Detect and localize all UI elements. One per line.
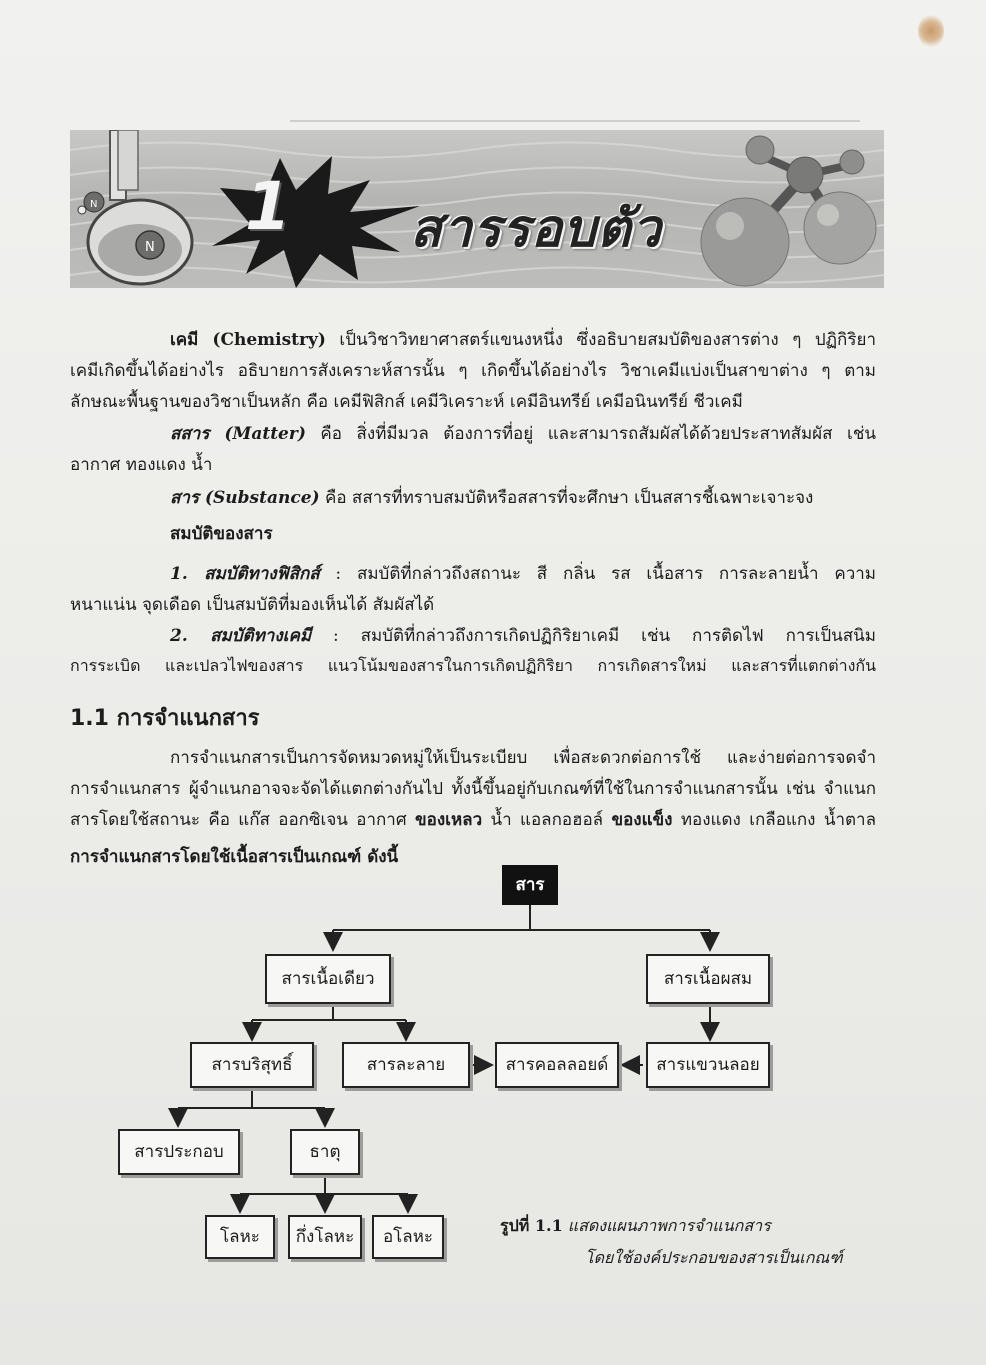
node-colloid: สารคอลลอยด์ bbox=[495, 1042, 619, 1088]
matter-definition-line-2: อากาศ ทองแดง น้ำ bbox=[70, 455, 213, 475]
node-pure-substance: สารบริสุทธิ์ bbox=[190, 1042, 314, 1088]
node-substance-root: สาร bbox=[502, 865, 558, 905]
chapter-banner: N N bbox=[70, 130, 884, 288]
flask-illustration: N N bbox=[77, 130, 194, 286]
node-heterogeneous: สารเนื้อผสม bbox=[646, 954, 770, 1004]
state-solid: ของแข็ง bbox=[611, 810, 673, 830]
chemistry-definition-line-2: เคมีเกิดขึ้นได้อย่างไร อธิบายการสังเคราะ… bbox=[70, 361, 876, 381]
chemical-property-line-2: การระเบิด และเปลวไฟของสาร แนวโน้มของสารใ… bbox=[70, 656, 876, 675]
section-paragraph-line-1: การจำแนกสารเป็นการจัดหมวดหมู่ให้เป็นระเบ… bbox=[170, 748, 876, 768]
svg-text:N: N bbox=[90, 199, 97, 210]
term-chemistry: เคมี (Chemistry) bbox=[170, 330, 326, 350]
classification-lead: การจำแนกสารโดยใช้เนื้อสารเป็นเกณฑ์ ดังนี… bbox=[70, 847, 399, 867]
section-paragraph-line-3: สารโดยใช้สถานะ คือ แก๊ส ออกซิเจน อากาศ ข… bbox=[70, 810, 876, 830]
chapter-title: สารรอบตัว bbox=[410, 199, 663, 259]
bleed-through-header bbox=[290, 84, 860, 122]
chapter-number: 1 bbox=[245, 168, 291, 245]
figure-caption-line-2: โดยใช้องค์ประกอบของสารเป็นเกณฑ์ bbox=[585, 1248, 843, 1267]
paper-stain bbox=[918, 14, 944, 48]
state-liquid: ของเหลว bbox=[415, 810, 483, 830]
node-solution: สารละลาย bbox=[342, 1042, 470, 1088]
physical-property-line-1: 1. สมบัติทางฟิสิกส์ : สมบัติที่กล่าวถึงส… bbox=[170, 564, 876, 584]
node-homogeneous: สารเนื้อเดียว bbox=[265, 954, 391, 1004]
molecule-illustration bbox=[700, 135, 877, 287]
term-matter: สสาร (Matter) bbox=[170, 424, 306, 444]
matter-definition-line-1: สสาร (Matter) คือ สิ่งที่มีมวล ต้องการที… bbox=[170, 424, 876, 444]
section-heading: 1.1 การจำแนกสาร bbox=[70, 706, 260, 731]
node-metalloid: กึ่งโลหะ bbox=[288, 1215, 362, 1259]
substance-definition: สาร (Substance) คือ สสารที่ทราบสมบัติหรื… bbox=[170, 488, 814, 508]
banner-illustration: N N bbox=[70, 130, 884, 288]
node-suspension: สารแขวนลอย bbox=[646, 1042, 770, 1088]
section-paragraph-line-2: การจำแนกสาร ผู้จำแนกอาจจะจัดได้แตกต่างกั… bbox=[70, 779, 876, 799]
term-chemical-property: 2. สมบัติทางเคมี bbox=[170, 626, 312, 646]
physical-property-line-2: หนาแน่น จุดเดือด เป็นสมบัติที่มองเห็นได้… bbox=[70, 595, 435, 615]
term-substance: สาร (Substance) bbox=[170, 488, 320, 508]
chemistry-definition-line-1: เคมี (Chemistry) เป็นวิชาวิทยาศาสตร์แขนง… bbox=[170, 330, 876, 350]
figure-caption-line-1: รูปที่ 1.1 แสดงแผนภาพการจำแนกสาร bbox=[500, 1216, 771, 1235]
svg-text:N: N bbox=[145, 240, 155, 255]
figure-label: รูปที่ 1.1 bbox=[500, 1216, 563, 1235]
node-compound: สารประกอบ bbox=[118, 1129, 240, 1175]
chemistry-definition-line-3: ลักษณะพื้นฐานของวิชาเป็นหลัก คือ เคมีฟิส… bbox=[70, 392, 743, 412]
node-nonmetal: อโลหะ bbox=[372, 1215, 444, 1259]
chemical-property-line-1: 2. สมบัติทางเคมี : สมบัติที่กล่าวถึงการเ… bbox=[170, 626, 876, 646]
node-element: ธาตุ bbox=[290, 1129, 360, 1175]
node-metal: โลหะ bbox=[205, 1215, 275, 1259]
term-physical-property: 1. สมบัติทางฟิสิกส์ bbox=[170, 564, 320, 584]
properties-heading: สมบัติของสาร bbox=[170, 524, 273, 544]
starburst-shape bbox=[212, 156, 420, 288]
